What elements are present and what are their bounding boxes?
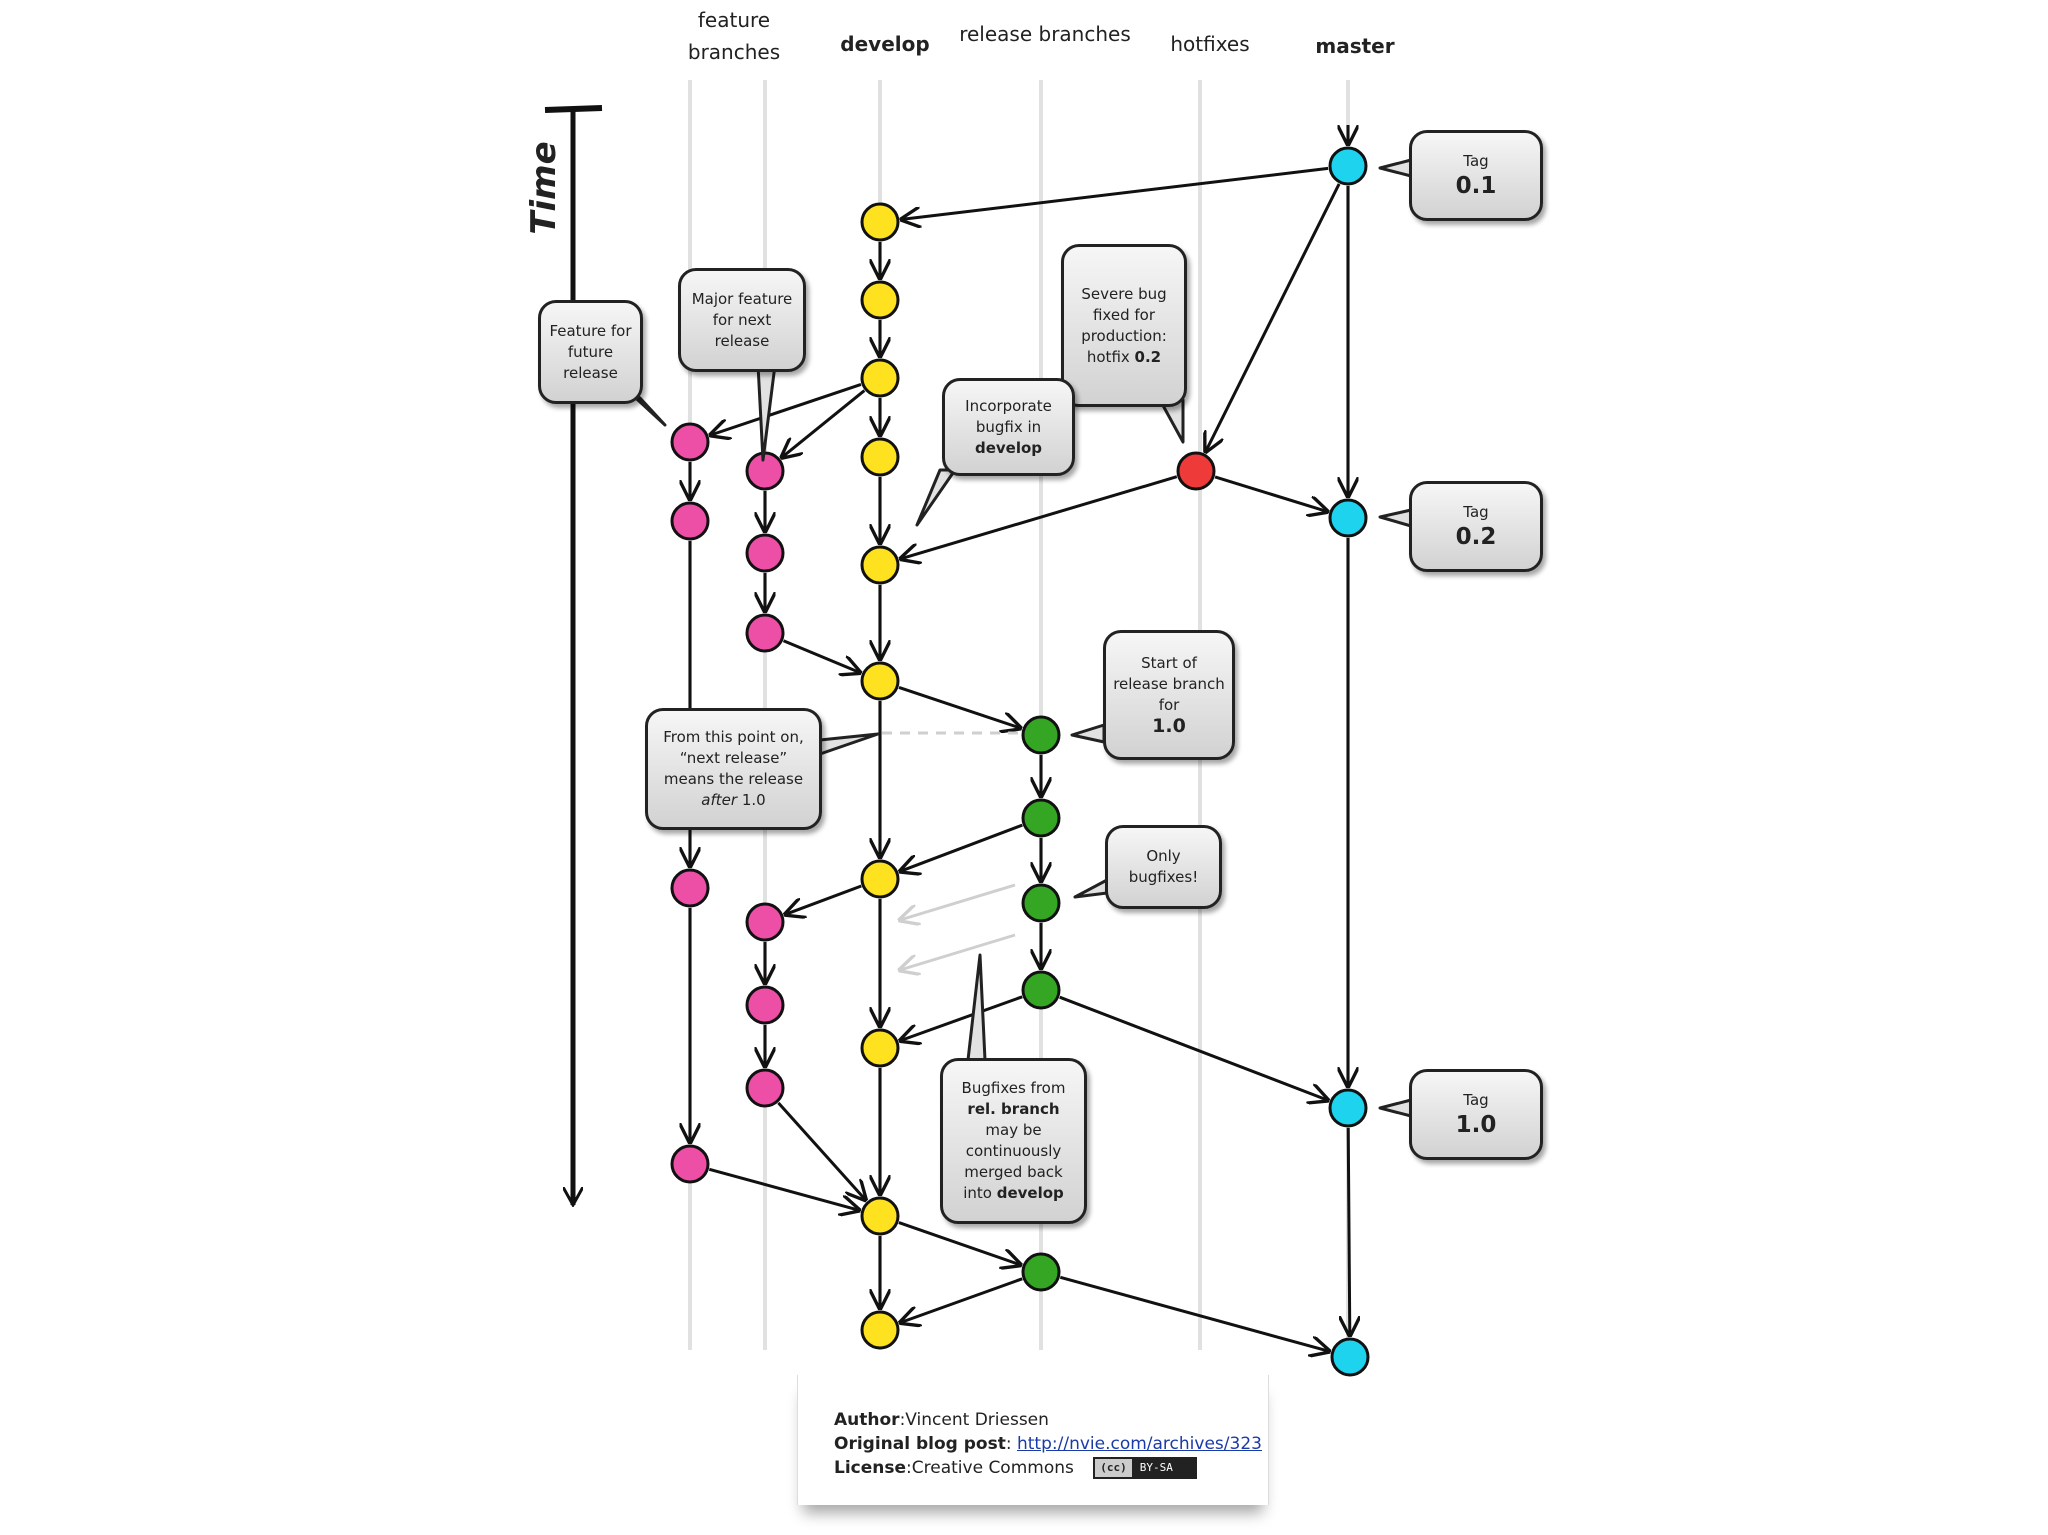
tag-bubble-0-1: Tag 0.1: [1409, 130, 1543, 221]
commit-node-feature-fb6: [745, 1068, 785, 1108]
time-axis-cap: [544, 105, 603, 113]
commit-node-master-m1: [1328, 146, 1368, 186]
commit-node-feature-fb5: [745, 985, 785, 1025]
bubble-major-feature: Major feature for next release: [678, 268, 806, 372]
lane-header-master: master: [1315, 34, 1395, 58]
commit-node-release-r4: [1021, 970, 1061, 1010]
cc-license-badge: (cc)BY-SA: [1093, 1457, 1197, 1479]
lane-header-hotfixes: hotfixes: [1170, 32, 1250, 56]
merge-edge-d7-fb4: [786, 884, 862, 914]
blog-post-link[interactable]: http://nvie.com/archives/323: [1016, 1434, 1262, 1454]
commit-node-release-r1: [1021, 715, 1061, 755]
merge-edge-d9-r5: [898, 1221, 1020, 1265]
commit-node-develop-d5: [860, 545, 900, 585]
credit-license: License:Creative Commons (cc)BY-SA: [834, 1456, 1268, 1480]
commit-node-develop-d4: [860, 437, 900, 477]
ghost-arrow-2: [900, 933, 1016, 970]
merge-edge-r5-m4: [1059, 1275, 1329, 1351]
commit-node-feature-fa1: [670, 422, 710, 462]
commit-node-develop-d3: [860, 358, 900, 398]
commit-node-develop-d10: [860, 1310, 900, 1350]
credit-author: Author:Vincent Driessen: [834, 1410, 1049, 1430]
merge-edge-m1-h1: [1206, 183, 1341, 451]
tail-major-feature: [756, 363, 777, 462]
bubble-next-release: From this point on, “next release” means…: [645, 708, 822, 830]
merge-edge-h1-d5: [901, 475, 1178, 559]
lane-header-release: release branches: [959, 22, 1131, 46]
merge-edge-m1-d1: [902, 166, 1329, 219]
lane-header-feature: feature branches: [687, 8, 781, 64]
commit-node-develop-d6: [860, 661, 900, 701]
bubble-severe-bug: Severe bug fixed for production: hotfix …: [1061, 244, 1187, 407]
commit-node-release-r2: [1021, 798, 1061, 838]
merge-edge-fb6-d9: [777, 1101, 865, 1200]
merge-edge-r4-m3: [1059, 995, 1328, 1100]
tag-bubble-0-2: Tag 0.2: [1409, 481, 1543, 572]
merge-edge-d3-fb1: [782, 389, 866, 458]
commit-node-feature-fb4: [745, 902, 785, 942]
tail-tag-01: [1378, 158, 1413, 178]
merge-edge-r5-d10: [901, 1277, 1023, 1323]
commit-node-feature-fa3: [670, 868, 710, 908]
commit-node-develop-d2: [860, 280, 900, 320]
commit-node-release-r5: [1021, 1252, 1061, 1292]
commit-edge-m3-m4: [1348, 1127, 1350, 1335]
commit-node-feature-fb3: [745, 613, 785, 653]
tail-only-bugfixes: [1073, 878, 1109, 899]
tail-start-release: [1070, 723, 1106, 744]
tail-next-release: [818, 732, 880, 756]
commit-node-feature-fb2: [745, 533, 785, 573]
tag-bubble-1-0: Tag 1.0: [1409, 1069, 1543, 1160]
commit-node-feature-fa2: [670, 501, 710, 541]
merge-edge-d6-r1: [898, 685, 1020, 728]
commit-node-feature-fa4: [670, 1144, 710, 1184]
bubble-feature-future: Feature for future release: [538, 300, 643, 404]
merge-edge-r2-d7: [901, 823, 1023, 871]
credits-box: Author:Vincent Driessen Original blog po…: [797, 1375, 1269, 1505]
merge-edge-h1-m2: [1214, 475, 1327, 512]
commit-node-develop-d9: [860, 1196, 900, 1236]
commit-node-hotfix-h1: [1176, 451, 1216, 491]
tail-incorporate: [915, 468, 957, 527]
bubble-only-bugfixes: Only bugfixes!: [1105, 825, 1222, 909]
commit-node-develop-d1: [860, 202, 900, 242]
commit-node-release-r3: [1021, 883, 1061, 923]
credit-blog: Original blog post: http://nvie.com/arch…: [834, 1434, 1262, 1454]
bubble-incorporate-bugfix: Incorporate bugfix in develop: [942, 378, 1075, 476]
commit-node-develop-d7: [860, 859, 900, 899]
merge-edge-fa4-d9: [708, 1167, 859, 1210]
ghost-arrows: [900, 883, 1016, 970]
commit-node-master-m4: [1330, 1337, 1370, 1377]
commit-node-master-m3: [1328, 1088, 1368, 1128]
tail-tag-02: [1378, 508, 1413, 528]
lane-header-develop: develop: [840, 32, 930, 56]
commit-node-master-m2: [1328, 498, 1368, 538]
tail-bugfixes: [966, 953, 987, 1062]
merge-edge-d3-fa1: [711, 382, 862, 435]
merge-edge-fb3-d6: [782, 639, 860, 673]
commit-node-develop-d8: [860, 1028, 900, 1068]
time-axis: [544, 105, 603, 1205]
merge-edge-r4-d8: [901, 995, 1023, 1041]
tail-tag-10: [1378, 1098, 1413, 1118]
ghost-arrow-1: [900, 883, 1016, 920]
